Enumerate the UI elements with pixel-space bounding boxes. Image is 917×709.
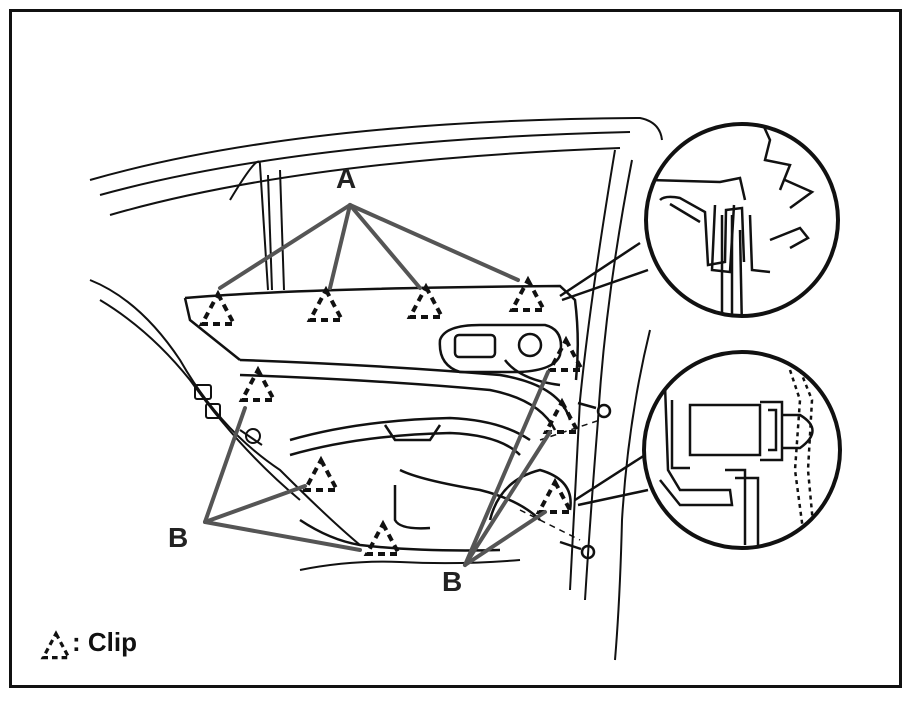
screw-icon: [559, 401, 612, 560]
callout-label-b-right: B: [442, 566, 463, 597]
door-handle-bezel: [438, 323, 563, 387]
door-trim-panel: [183, 284, 580, 552]
detail-circle-bottom: [642, 350, 842, 550]
clip-detail-bottom: [655, 369, 817, 546]
side-details: [194, 384, 263, 446]
detail-pointers: [559, 241, 649, 507]
dashed-triangle-clip-icon: [40, 630, 72, 660]
legend-icon-spacer: [36, 630, 64, 656]
legend-text: : Clip: [72, 627, 137, 657]
leader-lines: [203, 203, 552, 567]
clip-detail-top: [649, 124, 815, 316]
callout-label-b-left: B: [168, 522, 189, 553]
diagram-frame: [9, 9, 902, 688]
callout-label-a: A: [336, 163, 357, 194]
detail-circle-top: [644, 122, 840, 318]
dashed-guide-lines: [519, 419, 601, 541]
car-body-outline: [89, 116, 663, 661]
legend: : Clip: [36, 627, 137, 658]
